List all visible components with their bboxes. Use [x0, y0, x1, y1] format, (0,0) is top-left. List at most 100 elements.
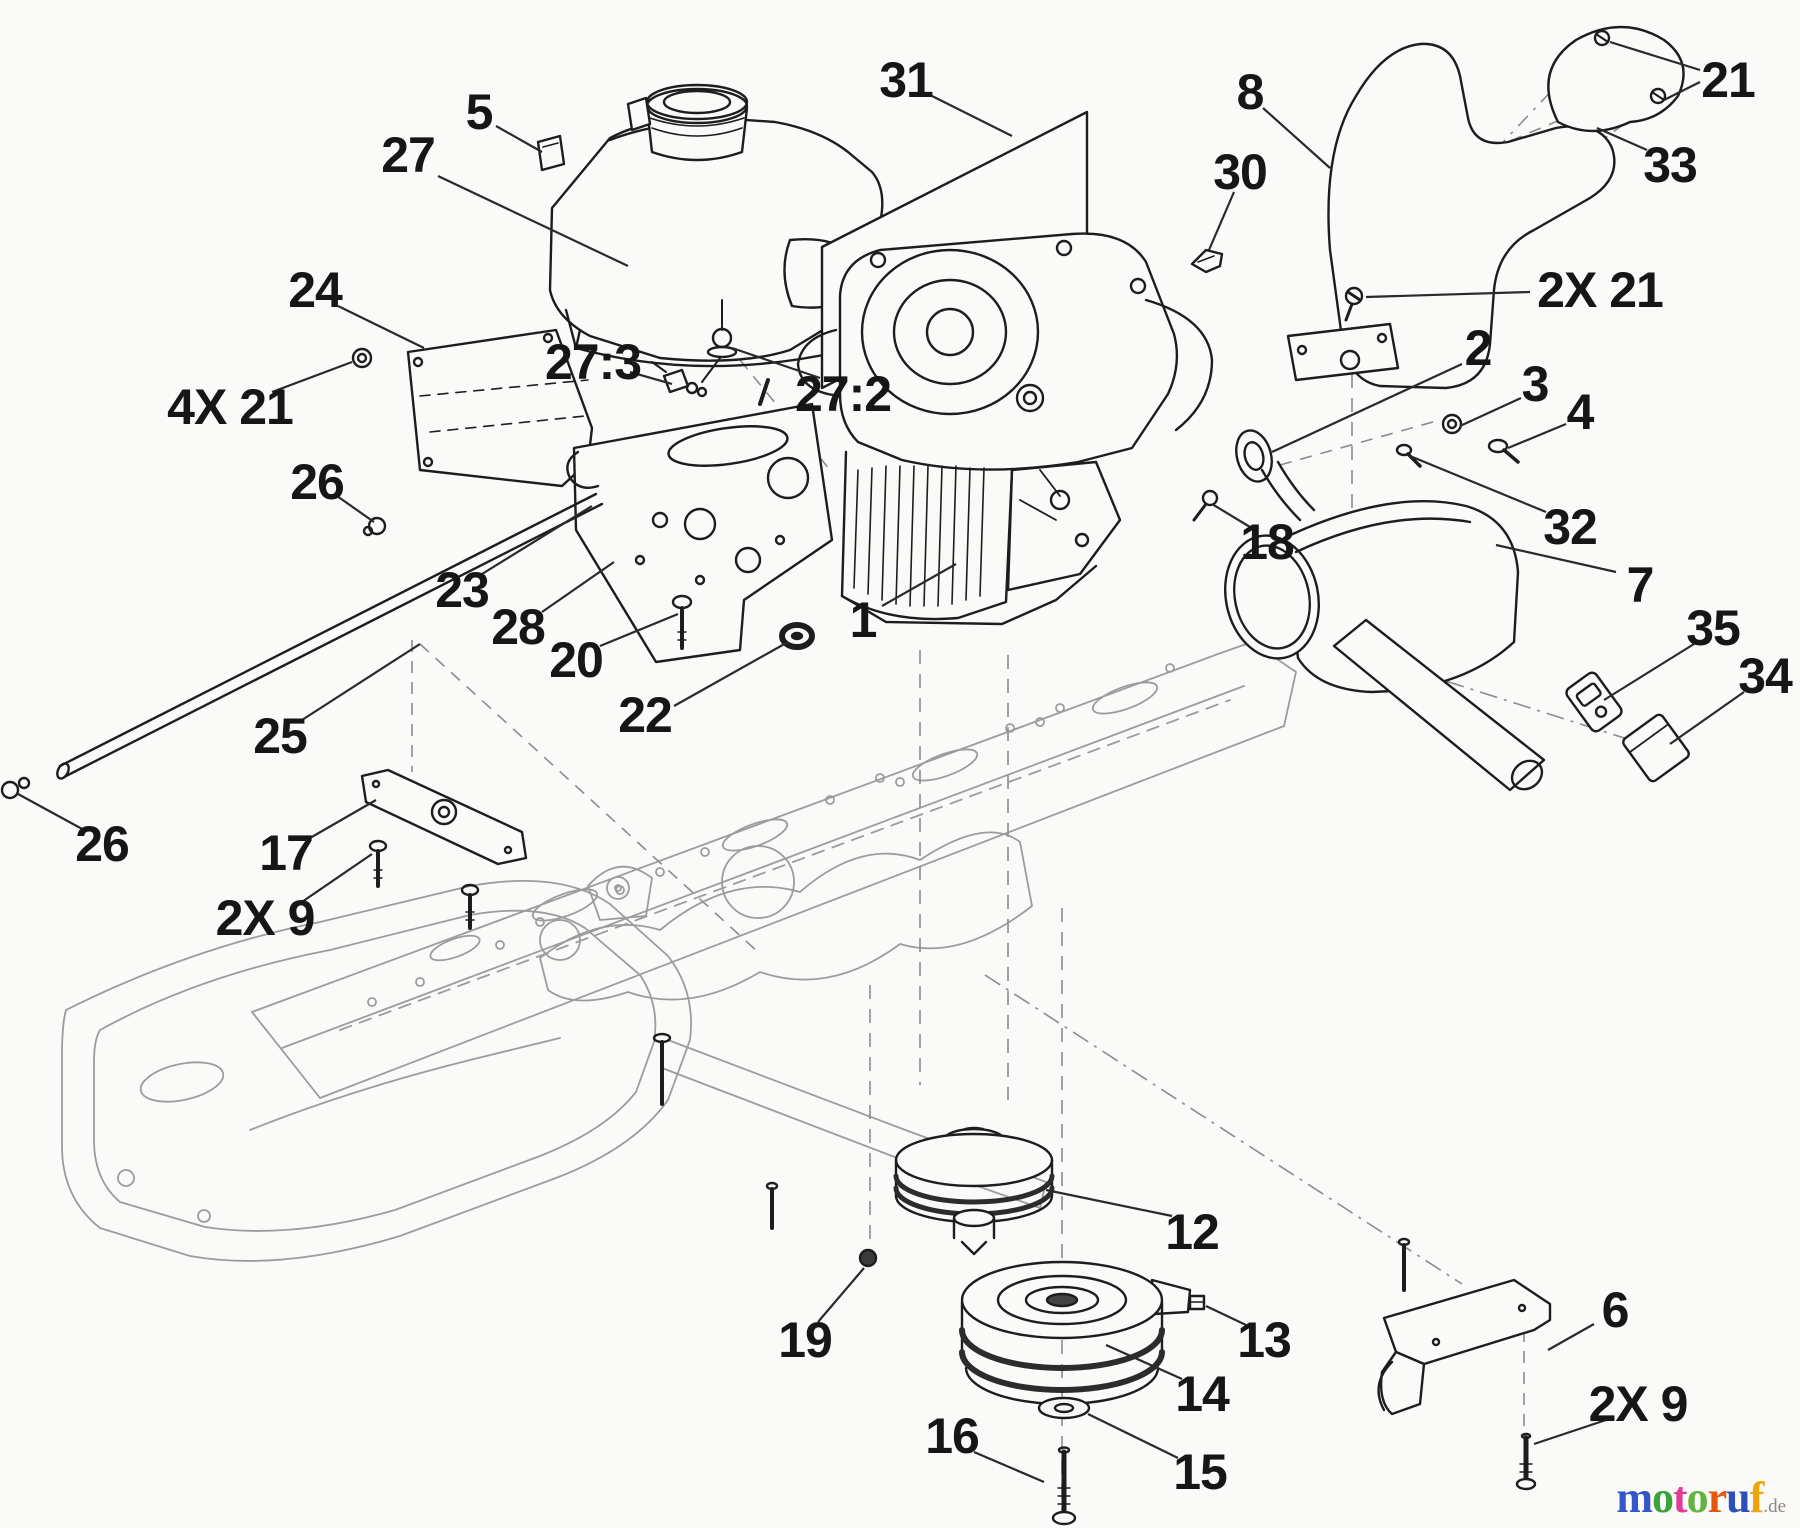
part-label-23: 23 — [435, 562, 489, 618]
watermark-brand-text: motoruf — [1616, 1473, 1765, 1522]
idler-pulley — [893, 1126, 1055, 1256]
leader-line — [541, 561, 615, 613]
part-label-2X-21: 2X 21 — [1537, 262, 1663, 318]
leader-line — [301, 643, 421, 721]
leader-line — [1105, 1343, 1183, 1381]
leader-line — [1669, 691, 1745, 745]
watermark-logo: motoruf.de — [1616, 1476, 1786, 1520]
leader-line — [1262, 107, 1331, 169]
part-label-33: 33 — [1643, 137, 1697, 193]
part-label-4: 4 — [1567, 384, 1595, 440]
pipe-clamp — [1565, 671, 1623, 733]
part-label-28: 28 — [491, 599, 545, 655]
part-label-25: 25 — [253, 708, 307, 764]
part-label-24: 24 — [288, 262, 343, 318]
leader-line — [309, 799, 377, 839]
part-label-30: 30 — [1213, 144, 1267, 200]
leader-line — [931, 95, 1013, 137]
part-label-14: 14 — [1175, 1366, 1230, 1422]
leader-line — [295, 853, 373, 907]
part-label-20: 20 — [549, 632, 603, 688]
leader-line — [1547, 1323, 1595, 1351]
part-label-31: 31 — [879, 52, 933, 108]
fuel-valve — [651, 299, 738, 398]
engine — [796, 232, 1219, 626]
leader-line — [731, 346, 821, 380]
leader-lines — [17, 40, 1745, 1484]
leader-line — [1609, 40, 1701, 72]
leader-line — [1603, 643, 1695, 701]
fuel-tank — [536, 83, 884, 368]
leader-line — [1271, 363, 1463, 453]
frame-bolts — [652, 1032, 878, 1268]
cable-clip — [1190, 248, 1224, 274]
part-label-27:2: 27:2 — [795, 366, 891, 422]
part-label-2: 2 — [1465, 320, 1492, 376]
part-label-27: 27 — [381, 127, 435, 183]
muffler — [1223, 460, 1690, 792]
leader-line — [1207, 191, 1236, 251]
support-strap — [360, 768, 528, 930]
part-label-27:3: 27:3 — [545, 334, 641, 390]
part-label-1: 1 — [850, 592, 877, 648]
part-label-32: 32 — [1543, 499, 1597, 555]
leader-line — [1409, 454, 1547, 514]
part-label-12: 12 — [1165, 1204, 1219, 1260]
leader-line — [17, 793, 85, 831]
leader-line — [629, 370, 673, 386]
mounting-plate — [566, 378, 834, 664]
part-label-18: 18 — [1240, 514, 1294, 570]
part-label-19: 19 — [778, 1312, 832, 1368]
part-label-5: 5 — [466, 84, 493, 140]
throttle-rod — [0, 492, 604, 800]
part-label-22: 22 — [618, 687, 672, 743]
clutch-hardware — [1037, 1396, 1091, 1526]
leader-line — [1663, 81, 1701, 101]
watermark-letter: m — [1616, 1473, 1653, 1522]
leader-line — [673, 641, 789, 707]
leader-line — [1211, 503, 1251, 528]
part-label-13: 13 — [1237, 1312, 1291, 1368]
leader-line — [337, 305, 425, 349]
chassis-frame — [61, 641, 1297, 1262]
leader-line — [271, 360, 353, 394]
leader-line — [495, 125, 543, 153]
watermark-letter: t — [1672, 1473, 1688, 1522]
part-label-15: 15 — [1173, 1444, 1227, 1500]
leader-line — [1045, 1188, 1173, 1218]
leader-line — [1205, 1305, 1247, 1326]
rear-cover — [1547, 25, 1685, 133]
part-label-7: 7 — [1627, 557, 1654, 613]
part-label-3: 3 — [1522, 356, 1549, 412]
leader-line — [1495, 543, 1617, 574]
leader-line — [437, 175, 629, 267]
part-label-4X-21: 4X 21 — [167, 379, 293, 435]
leader-line — [1507, 422, 1567, 450]
part-label-26: 26 — [290, 454, 344, 510]
exhaust-plug — [1622, 713, 1690, 783]
watermark-letter: o — [1686, 1473, 1709, 1522]
leader-line — [973, 1450, 1045, 1484]
leader-line — [1087, 1413, 1179, 1459]
leader-line — [481, 505, 593, 575]
part-label-16: 16 — [925, 1408, 979, 1464]
part-label-17: 17 — [259, 825, 313, 881]
part-label-2X-9: 2X 9 — [216, 890, 315, 946]
part-label-26: 26 — [75, 816, 129, 872]
watermark-letter: o — [1651, 1473, 1674, 1522]
leader-line — [1459, 397, 1522, 427]
engine-guard — [1286, 42, 1616, 390]
leader-line — [817, 1267, 865, 1323]
watermark-letter: r — [1707, 1473, 1728, 1522]
leader-line — [599, 612, 679, 648]
watermark-suffix: .de — [1763, 1496, 1786, 1517]
clutch — [959, 1260, 1206, 1406]
part-label-2X-9: 2X 9 — [1589, 1376, 1688, 1432]
watermark-letter: f — [1749, 1473, 1765, 1522]
leader-line — [1365, 290, 1531, 299]
part-label-34: 34 — [1738, 648, 1793, 704]
watermark-letter: u — [1726, 1473, 1751, 1522]
